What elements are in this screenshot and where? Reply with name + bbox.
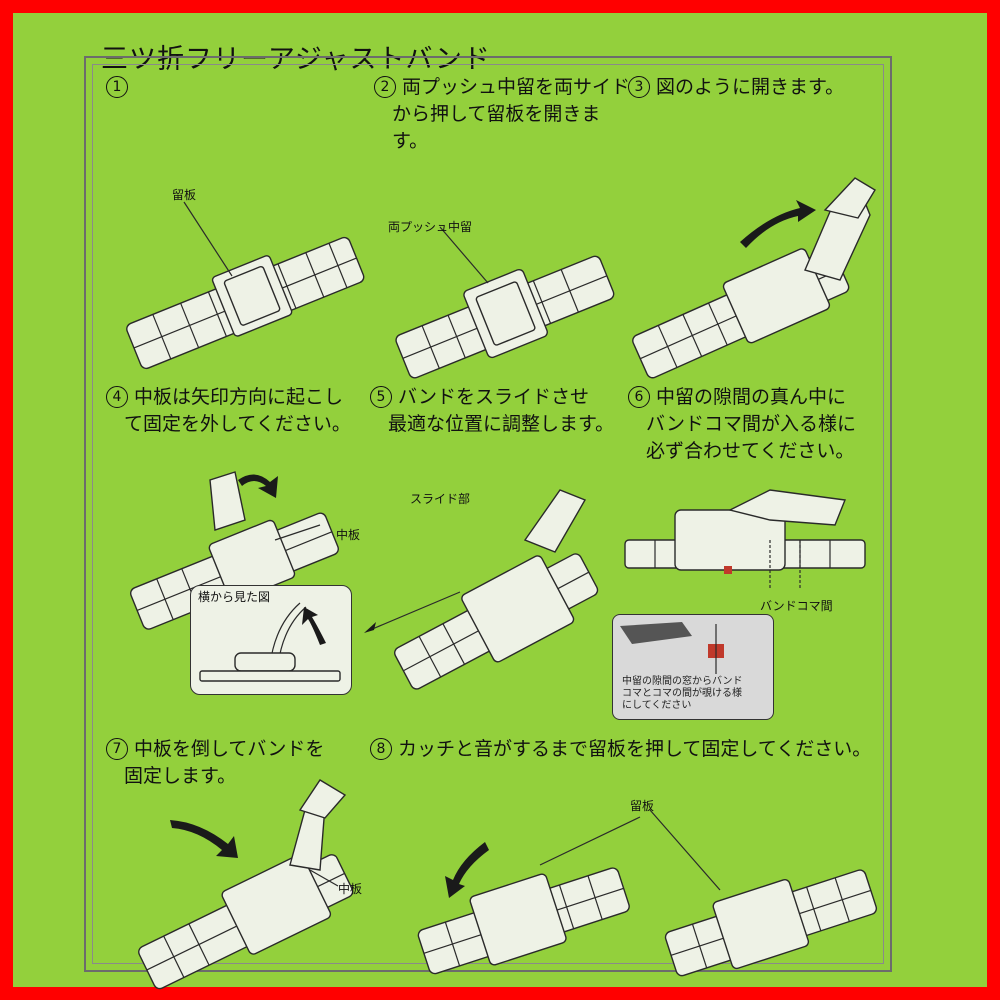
step-text: す。 <box>392 130 429 152</box>
step-text: 中板は矢印方向に起こし <box>134 386 344 408</box>
illustration-step-3 <box>632 177 876 379</box>
step-number: 4 <box>106 386 128 408</box>
illustration-step-4 <box>130 471 339 630</box>
step-number: 7 <box>106 738 128 760</box>
label-band-koma: バンドコマ間 <box>760 599 833 613</box>
step-8: 8 カッチと音がするまで留板を押して固定してください。 <box>370 736 871 763</box>
illustration-step-8b <box>649 809 878 977</box>
side-view-drawing <box>199 602 341 682</box>
label-nakaita-7: 中板 <box>338 882 363 896</box>
leader-line-tomeita-8 <box>539 816 641 866</box>
step-number: 8 <box>370 738 392 760</box>
instruction-panel-inner <box>92 64 884 964</box>
step-text: 必ず合わせてください。 <box>646 440 855 462</box>
step-number: 2 <box>374 76 396 98</box>
detail-inset-drawing <box>620 622 724 674</box>
instruction-panel <box>84 56 892 972</box>
illustration-step-7 <box>138 779 354 990</box>
step-text: て固定を外してください。 <box>124 413 351 435</box>
step-2: 2 両プッシュ中留を両サイド から押して留板を開きま す。 <box>374 74 630 155</box>
step-3: 3 図のように開きます。 <box>628 74 844 101</box>
step-text: から押して留板を開きま <box>392 103 601 125</box>
step-text: バンドをスライドさせ <box>398 386 589 408</box>
step-text: 両プッシュ中留を両サイド <box>402 76 631 98</box>
step-number: 6 <box>628 386 650 408</box>
step-text: 最適な位置に調整します。 <box>388 413 615 435</box>
note-line: コマとコマの間が覗ける様 <box>622 688 742 699</box>
step-number: 3 <box>628 76 650 98</box>
step-text: 中板を倒してバンドを <box>134 738 325 760</box>
step-text: 固定します。 <box>124 765 237 787</box>
step-4: 4 中板は矢印方向に起こし て固定を外してください。 <box>106 384 351 438</box>
page-title: 三ツ折フリーアジャストバンド <box>101 44 491 75</box>
label-ryo-push: 両プッシュ中留 <box>388 220 473 234</box>
note-line: 中留の隙間の窓からバンド <box>622 676 743 687</box>
step-text: 図のように開きます。 <box>656 76 845 98</box>
illustration-step-8a <box>417 842 630 975</box>
illustration-step-2 <box>395 226 615 379</box>
label-side-view: 横から見た図 <box>198 588 271 605</box>
step-number: 1 <box>106 76 128 98</box>
note-6: 中留の隙間の窓からバンド コマとコマの間が覗ける様 にしてください <box>622 676 743 712</box>
step-text: カッチと音がするまで留板を押して固定してください。 <box>398 738 872 760</box>
illustration-step-5 <box>364 489 599 690</box>
label-nakaita: 中板 <box>336 528 361 542</box>
step-number: 5 <box>370 386 392 408</box>
step-7: 7 中板を倒してバンドを 固定します。 <box>106 736 324 790</box>
step-6: 6 中留の隙間の真ん中に バンドコマ間が入る様に 必ず合わせてください。 <box>628 384 856 465</box>
step-text: バンドコマ間が入る様に <box>646 413 856 435</box>
step-text: 中留の隙間の真ん中に <box>656 386 847 408</box>
note-line: にしてください <box>622 700 692 711</box>
illustration-step-1 <box>126 201 365 370</box>
step-5: 5 バンドをスライドさせ 最適な位置に調整します。 <box>370 384 614 438</box>
label-tomeita-8: 留板 <box>630 799 655 813</box>
label-tomeita: 留板 <box>172 188 197 202</box>
step-1: 1 <box>106 74 134 101</box>
illustration-step-6 <box>624 489 866 590</box>
label-slide: スライド部 <box>410 492 471 506</box>
